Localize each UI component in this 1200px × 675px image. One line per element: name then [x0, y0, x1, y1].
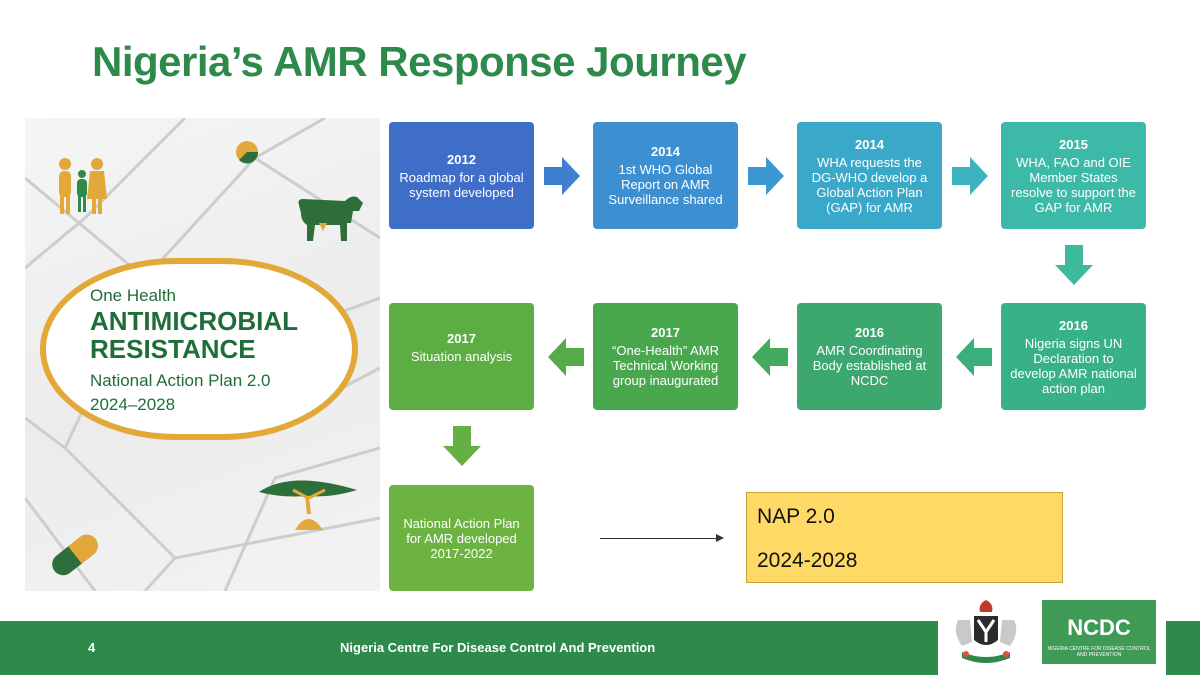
family-icon [59, 158, 107, 214]
arrow-down-icon [1055, 245, 1093, 285]
page-title: Nigeria’s AMR Response Journey [92, 38, 747, 85]
step-year: 2014 [651, 144, 680, 159]
step-text: Nigeria signs UN Declaration to develop … [1010, 335, 1137, 396]
step-box-nap: National Action Plan for AMR developed 2… [389, 485, 534, 591]
step-year: 2014 [855, 136, 884, 152]
step-year: 2016 [1059, 317, 1088, 333]
step-box-2012: 2012 Roadmap for a global system develop… [389, 122, 534, 229]
badge-plan-name: National Action Plan 2.0 [90, 371, 271, 390]
step-box-2016-ncdc: 2016 AMR Coordinating Body established a… [797, 303, 942, 410]
arrow-right-icon [544, 157, 580, 195]
badge-years: 2024–2028 [90, 395, 176, 414]
step-year: 2015 [1059, 136, 1088, 152]
arrow-left-icon [548, 338, 584, 376]
arrow-left-icon [752, 338, 788, 376]
footer-org-name: Nigeria Centre For Disease Control And P… [340, 640, 656, 655]
connector-arrowhead [716, 534, 724, 542]
step-text: Roadmap for a global system developed [399, 169, 524, 200]
nap-title: NAP 2.0 [757, 505, 835, 528]
plan-badge: One Health ANTIMICROBIAL RESISTANCE Nati… [40, 258, 358, 440]
connector-line [600, 538, 718, 539]
step-box-2014-wha: 2014 WHA requests the DG-WHO develop a G… [797, 122, 942, 229]
coat-of-arms-icon [955, 600, 1017, 663]
step-text: Situation analysis [410, 349, 513, 364]
ncdc-logo: NCDC NIGERIA CENTRE FOR DISEASE CONTROL … [1040, 598, 1158, 666]
cow-icon [298, 196, 363, 241]
nap-years: 2024-2028 [757, 549, 858, 572]
arrow-right-icon [952, 157, 988, 195]
step-box-2017-twg: 2017 “One-Health” AMR Technical Working … [593, 303, 738, 410]
tree-icon [259, 480, 357, 530]
step-box-2015: 2015 WHA, FAO and OIE Member States reso… [1001, 122, 1146, 229]
arrow-left-icon [956, 338, 992, 376]
ncdc-logo-subtext: NIGERIA CENTRE FOR DISEASE CONTROL AND P… [1047, 646, 1151, 658]
step-text: WHA requests the DG-WHO develop a Global… [811, 154, 928, 215]
step-year: 2017 [651, 325, 680, 340]
step-box-2017-analysis: 2017 Situation analysis [389, 303, 534, 410]
step-year: 2017 [447, 331, 476, 346]
step-text: “One-Health” AMR Technical Working group… [612, 343, 719, 388]
step-year: 2016 [855, 325, 884, 340]
step-year: 2012 [447, 151, 476, 167]
step-box-2014-report: 2014 1st WHO Global Report on AMR Survei… [593, 122, 738, 229]
pill-icon [52, 534, 98, 576]
page-number: 4 [88, 640, 96, 655]
arrow-right-icon [748, 157, 784, 195]
step-box-2016-un: 2016 Nigeria signs UN Declaration to dev… [1001, 303, 1146, 410]
badge-title-line1: ANTIMICROBIAL [90, 306, 298, 336]
pie-icon [236, 141, 259, 164]
arrow-down-icon [443, 426, 481, 466]
step-text: AMR Coordinating Body established at NCD… [812, 343, 927, 388]
badge-subtitle: One Health [90, 286, 176, 305]
nap-highlight-box: NAP 2.0 2024-2028 [746, 492, 1063, 583]
step-text: WHA, FAO and OIE Member States resolve t… [1010, 154, 1137, 215]
step-text: National Action Plan for AMR developed 2… [403, 515, 520, 561]
ncdc-logo-text: NCDC [1067, 615, 1131, 640]
step-text: 1st WHO Global Report on AMR Surveillanc… [608, 162, 723, 207]
badge-title-line2: RESISTANCE [90, 334, 256, 364]
